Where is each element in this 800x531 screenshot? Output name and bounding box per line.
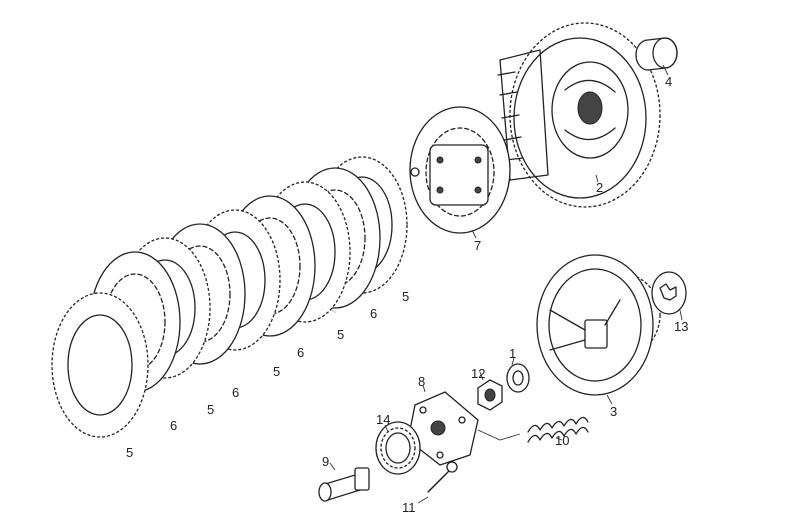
callout-5b: 5 <box>207 402 214 417</box>
clutch-plate-stack <box>51 156 408 438</box>
callout-4: 4 <box>665 74 672 89</box>
callout-14: 14 <box>376 412 390 427</box>
callout-6a: 6 <box>170 418 177 433</box>
callout-11: 11 <box>402 500 416 515</box>
callout-5c: 5 <box>273 364 280 379</box>
washer <box>506 363 530 393</box>
clutch-hub <box>536 254 661 396</box>
callout-10: 10 <box>555 433 569 448</box>
spring-plate <box>407 391 521 466</box>
callout-13: 13 <box>674 319 688 334</box>
callout-2: 2 <box>596 180 603 195</box>
pressure-plate <box>409 106 511 234</box>
callout-9: 9 <box>322 454 329 469</box>
push-piece <box>318 467 370 502</box>
callout-5d: 5 <box>337 327 344 342</box>
callout-3: 3 <box>610 404 617 419</box>
screw <box>427 461 458 493</box>
callout-8: 8 <box>418 374 425 389</box>
nut <box>477 379 503 411</box>
callout-7: 7 <box>474 238 481 253</box>
callout-1: 1 <box>509 346 516 361</box>
callout-6c: 6 <box>297 345 304 360</box>
lock-washer <box>651 271 687 315</box>
callouts: 1 2 3 4 5 5 5 5 5 6 6 6 6 7 8 9 10 11 12… <box>126 74 688 515</box>
leader-lines <box>329 64 683 504</box>
clutch-spring <box>527 416 589 443</box>
clutch-housing <box>497 22 661 208</box>
callout-6b: 6 <box>232 385 239 400</box>
callout-5e: 5 <box>402 289 409 304</box>
bushing <box>635 37 678 71</box>
callout-5a: 5 <box>126 445 133 460</box>
callout-6d: 6 <box>370 306 377 321</box>
bearing <box>375 421 421 475</box>
callout-12: 12 <box>471 366 485 381</box>
